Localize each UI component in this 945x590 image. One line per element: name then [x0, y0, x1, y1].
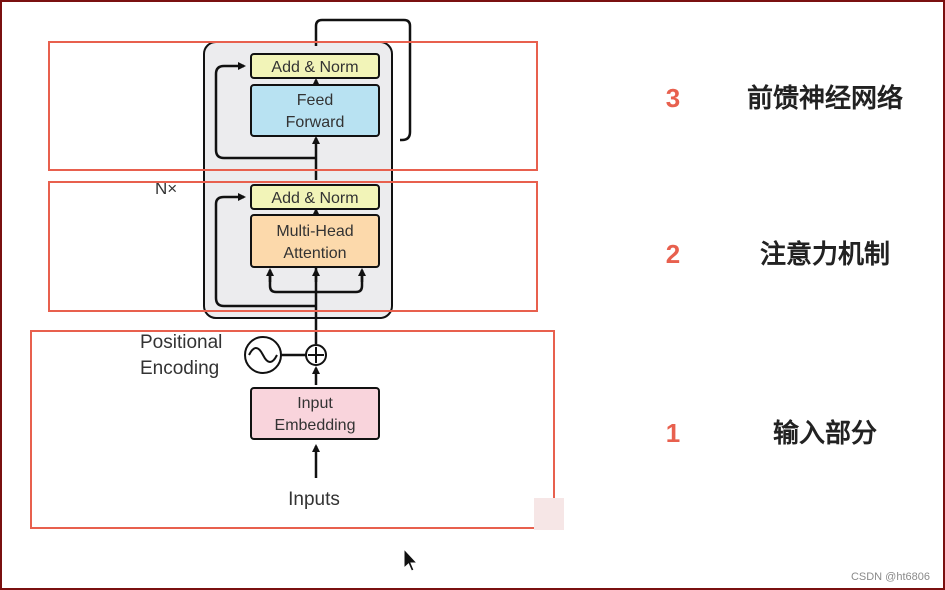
attention-addnorm-box	[250, 184, 380, 210]
attention-label-line2: Attention	[283, 245, 346, 262]
ffn-addnorm-box	[250, 53, 380, 79]
positional-label-line1: Positional	[140, 332, 222, 353]
inputs-label: Inputs	[288, 489, 340, 510]
compression-artifact	[534, 498, 564, 530]
residual-line-attention	[214, 193, 316, 308]
attention-addnorm-label: Add & Norm	[271, 190, 358, 207]
attention-branch-lines	[268, 276, 364, 294]
sine-wave-icon	[248, 347, 278, 363]
attention-label-line1: Multi-Head	[276, 223, 353, 240]
input-embedding-box	[250, 387, 380, 440]
embedding-label-line2: Embedding	[275, 417, 356, 434]
watermark-text: CSDN @ht6806	[851, 571, 930, 583]
section-3-title: 前馈神经网络	[747, 83, 903, 114]
residual-line-ffn	[214, 62, 316, 160]
top-bypass-line	[314, 18, 412, 142]
mouse-cursor-icon	[403, 547, 419, 572]
repeat-count-label: N×	[155, 179, 177, 198]
section-2-highlight	[48, 181, 538, 312]
feed-forward-box	[250, 84, 380, 137]
section-3-highlight	[48, 41, 538, 171]
section-3-number: 3	[666, 83, 680, 113]
feed-forward-label-line1: Feed	[297, 92, 333, 109]
embedding-label-line1: Input	[297, 395, 333, 412]
section-1-highlight	[30, 330, 555, 529]
positional-label-line2: Encoding	[140, 358, 219, 379]
ffn-addnorm-label: Add & Norm	[271, 59, 358, 76]
section-1-title: 输入部分	[773, 418, 877, 449]
section-2-title: 注意力机制	[760, 239, 890, 270]
section-1-number: 1	[666, 418, 680, 448]
multi-head-attention-box	[250, 214, 380, 268]
section-2-number: 2	[666, 239, 680, 269]
encoder-block	[203, 41, 393, 319]
feed-forward-label-line2: Forward	[286, 114, 345, 131]
